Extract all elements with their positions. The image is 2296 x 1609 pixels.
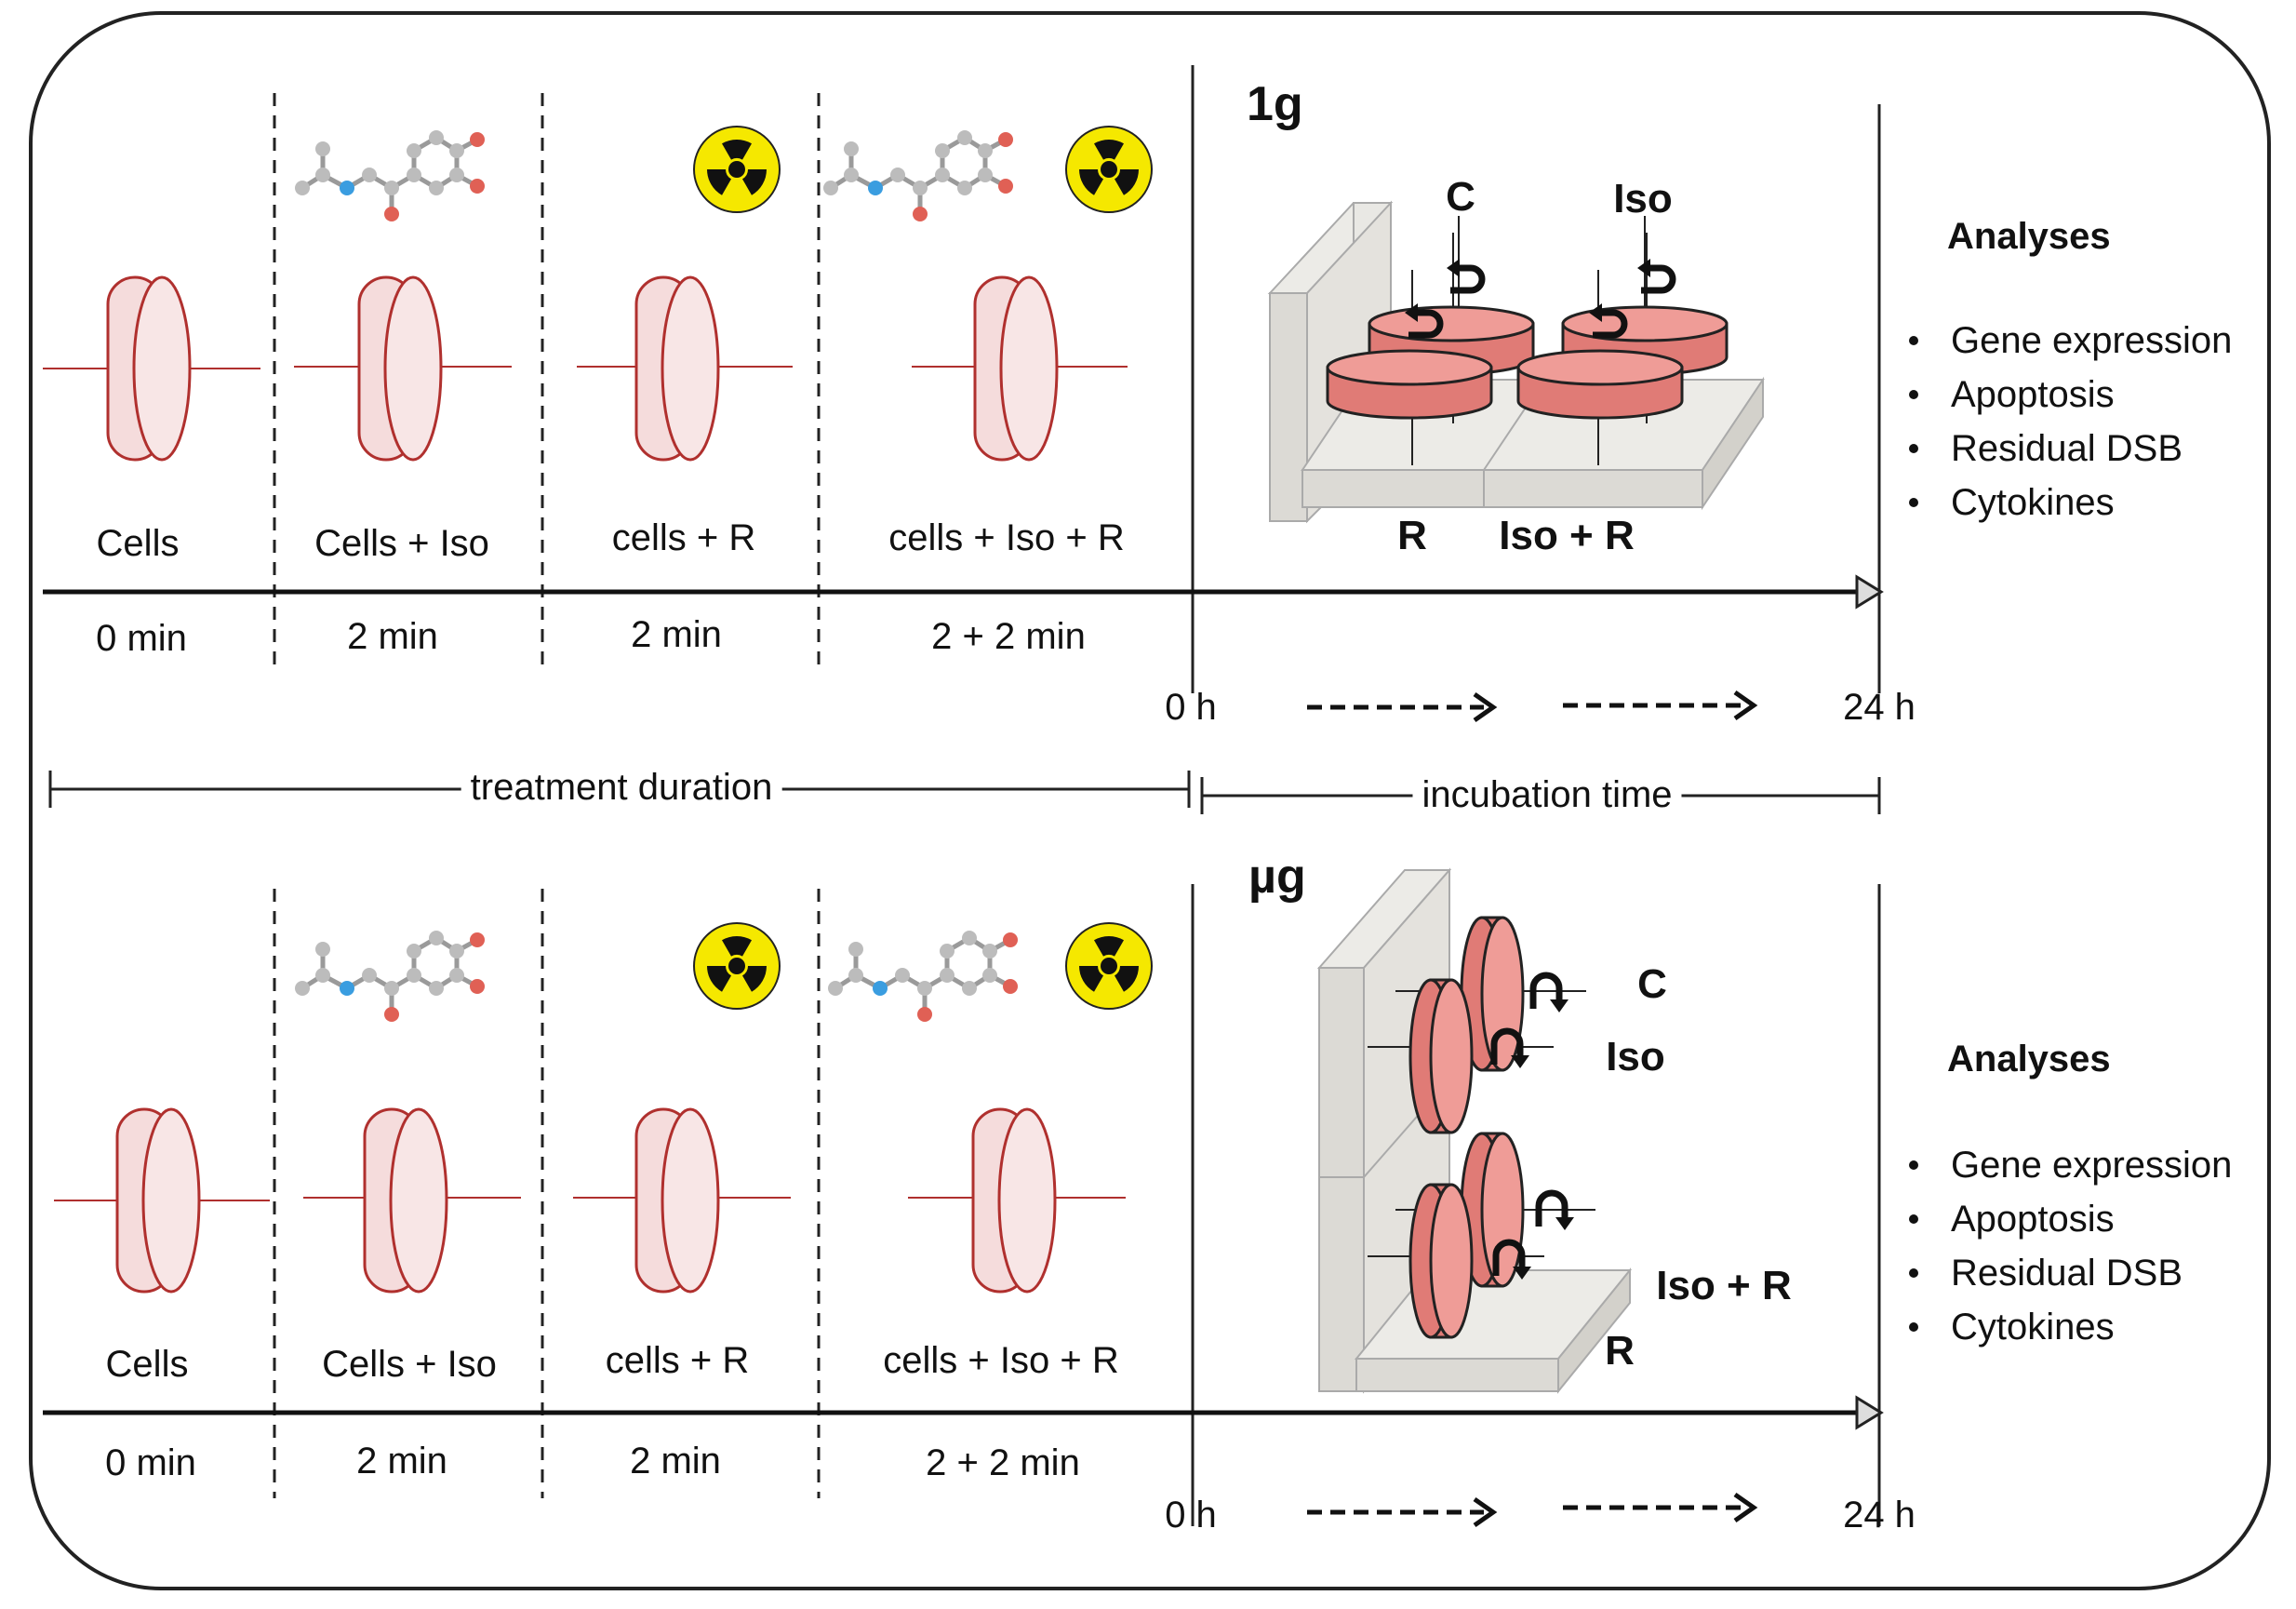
- incubation-end-label: 24 h: [1843, 687, 1916, 728]
- sample-label-c: C: [1446, 174, 1475, 220]
- analysis-item: Apoptosis: [1951, 374, 2115, 415]
- sample-label-iso-r: Iso + R: [1656, 1263, 1792, 1308]
- sample-label-r: R: [1397, 513, 1427, 558]
- analysis-item: Gene expression: [1951, 320, 2233, 361]
- cell-culture-dish-icon: [303, 1107, 521, 1294]
- step-time: 2 min: [631, 614, 722, 655]
- sample-label-c: C: [1637, 961, 1667, 1007]
- analysis-item: Residual DSB: [1951, 1253, 2183, 1294]
- step-time: 2 min: [630, 1441, 721, 1482]
- cell-culture-dish-icon: [573, 1107, 791, 1294]
- bullet-icon: [1909, 1214, 1918, 1224]
- analysis-item: Cytokines: [1951, 1307, 2115, 1348]
- step-label: Cells + Iso: [322, 1344, 497, 1385]
- bullet-icon: [1909, 336, 1918, 345]
- progress-arrow-icon: [1307, 1496, 1498, 1528]
- clinostat-platform-1g: [1267, 200, 1765, 524]
- timeline-arrowhead: [1855, 1395, 1884, 1430]
- bullet-icon: [1909, 498, 1918, 507]
- cell-culture-dish-icon: [43, 275, 260, 462]
- timeline-arrowhead: [1855, 574, 1884, 610]
- sample-label-iso: Iso: [1606, 1034, 1665, 1079]
- step-label: Cells: [105, 1344, 189, 1385]
- step-time: 2 min: [347, 616, 438, 657]
- clinostat-platform-ug: [1316, 867, 1633, 1394]
- progress-arrow-icon: [1563, 690, 1758, 721]
- progress-arrow-icon: [1563, 1492, 1758, 1523]
- bullet-icon: [1909, 1268, 1918, 1278]
- cell-culture-dish-icon: [294, 275, 512, 462]
- cell-culture-dish-icon: [54, 1107, 270, 1294]
- step-label: cells + Iso + R: [883, 1340, 1119, 1381]
- step-time: 0 min: [105, 1442, 196, 1483]
- bullet-icon: [1909, 390, 1918, 399]
- cell-culture-dish-icon: [577, 275, 793, 462]
- step-label: cells + Iso + R: [888, 517, 1125, 558]
- incubation-start-label: 0 h: [1165, 1495, 1217, 1535]
- bullet-icon: [1909, 1322, 1918, 1332]
- incubation-end-label: 24 h: [1843, 1495, 1916, 1535]
- step-time: 0 min: [96, 618, 187, 659]
- step-label: Cells: [96, 523, 180, 564]
- step-time: 2 + 2 min: [931, 616, 1086, 657]
- bullet-icon: [1909, 1160, 1918, 1170]
- step-time: 2 + 2 min: [926, 1442, 1080, 1483]
- sample-label-iso-r: Iso + R: [1499, 513, 1635, 558]
- analyses-heading: Analyses: [1947, 216, 2111, 257]
- bottom-panel: [43, 867, 1918, 1528]
- step-label: Cells + Iso: [314, 523, 489, 564]
- analysis-item: Cytokines: [1951, 482, 2115, 523]
- step-time: 2 min: [356, 1441, 447, 1482]
- treatment-duration-label: treatment duration: [461, 769, 782, 806]
- incubation-time-label: incubation time: [1412, 776, 1682, 813]
- analysis-item: Residual DSB: [1951, 428, 2183, 469]
- cell-culture-dish-icon: [908, 1107, 1126, 1294]
- sample-label-r: R: [1605, 1328, 1635, 1374]
- condition-label: µg: [1248, 850, 1306, 904]
- cell-culture-dish-icon: [912, 275, 1128, 462]
- bullet-icon: [1909, 444, 1918, 453]
- progress-arrow-icon: [1307, 691, 1498, 723]
- condition-label: 1g: [1247, 77, 1303, 131]
- analysis-item: Gene expression: [1951, 1145, 2233, 1186]
- analysis-item: Apoptosis: [1951, 1199, 2115, 1240]
- top-panel: [43, 65, 1918, 723]
- step-label: cells + R: [611, 517, 756, 558]
- step-label: cells + R: [605, 1340, 750, 1381]
- sample-label-iso: Iso: [1613, 176, 1673, 221]
- analyses-heading: Analyses: [1947, 1039, 2111, 1079]
- incubation-start-label: 0 h: [1165, 687, 1217, 728]
